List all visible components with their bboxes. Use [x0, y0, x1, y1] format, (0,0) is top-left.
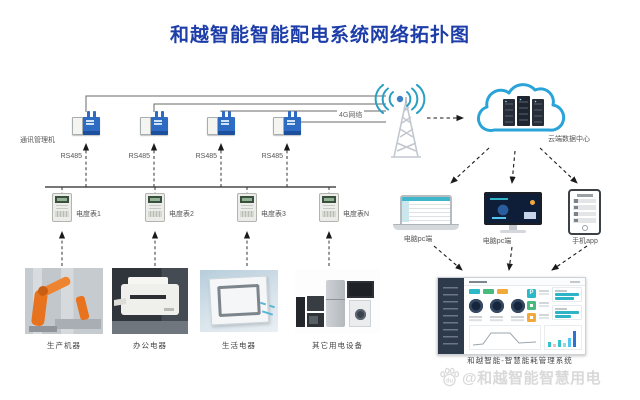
load-label: 办公电器 [133, 341, 167, 350]
rs485-label: RS485 [261, 153, 283, 160]
4g-network-label: 4G网络 [337, 110, 365, 120]
gateway-device-icon [72, 111, 100, 136]
gauge-icon [511, 299, 525, 313]
rs485-label: RS485 [60, 153, 82, 160]
gauge-icon [469, 299, 483, 313]
ceiling-ac-unit [208, 275, 270, 326]
load-label: 生活电器 [222, 341, 256, 350]
gateway-device-icon [140, 111, 168, 136]
server-rack-icon [503, 96, 544, 126]
desktop-monitor-icon [484, 192, 542, 233]
meter-label: 电度表N [343, 211, 370, 218]
rs485-label: RS485 [128, 153, 150, 160]
office-appliances-image [112, 268, 188, 334]
meter-label: 电度表2 [169, 211, 194, 218]
gauge-icon [490, 299, 504, 313]
power-tile: P [527, 289, 536, 298]
bar-chart-panel [544, 325, 582, 350]
energy-tile [527, 301, 536, 310]
living-appliances-image [200, 270, 278, 332]
client-label: 电脑pc端 [482, 238, 512, 245]
load-label: 其它用电设备 [312, 341, 363, 350]
phone-icon [568, 189, 601, 235]
production-machines-image [25, 268, 103, 334]
meter-label: 电度表1 [76, 211, 101, 218]
gateway-device-icon [273, 111, 301, 136]
watermark-text: @和越智能智慧用电 [462, 370, 602, 387]
gateway-label: 通讯管理机 [20, 137, 55, 144]
alert-tile [527, 313, 536, 322]
cell-tower-icon [391, 97, 421, 158]
electricity-meter-icon [319, 193, 339, 222]
fridge [326, 280, 345, 327]
rs485-label: RS485 [195, 153, 217, 160]
dashboard-topbar [464, 278, 585, 286]
electricity-meter-icon [145, 193, 165, 222]
gateway-device-icon [207, 111, 235, 136]
client-label: 手机app [572, 238, 598, 245]
watermark: du @和越智能智慧用电 [439, 367, 601, 388]
cloud-label: 云端数据中心 [548, 136, 590, 143]
paw-logo-text: du [446, 379, 454, 385]
meter-label: 电度表3 [261, 211, 286, 218]
laptop-icon [393, 195, 459, 230]
wifi-signal-icon [374, 84, 426, 114]
electricity-meter-icon [237, 193, 257, 222]
load-label: 生产机器 [47, 341, 81, 350]
dashboard-caption: 和越智能-智慧能耗管理系统 [467, 356, 573, 365]
dashboard-sidebar [438, 278, 464, 354]
page-title: 和越智能智能配电系统网络拓扑图 [169, 25, 470, 46]
electricity-meter-icon [52, 193, 72, 222]
cloud-datacenter-icon [477, 83, 566, 132]
other-equipment-image [295, 269, 380, 333]
paw-logo-icon: du [440, 367, 460, 387]
client-label: 电脑pc端 [403, 236, 433, 243]
management-system-screenshot: P [437, 277, 586, 355]
line-chart-panel [469, 325, 541, 350]
